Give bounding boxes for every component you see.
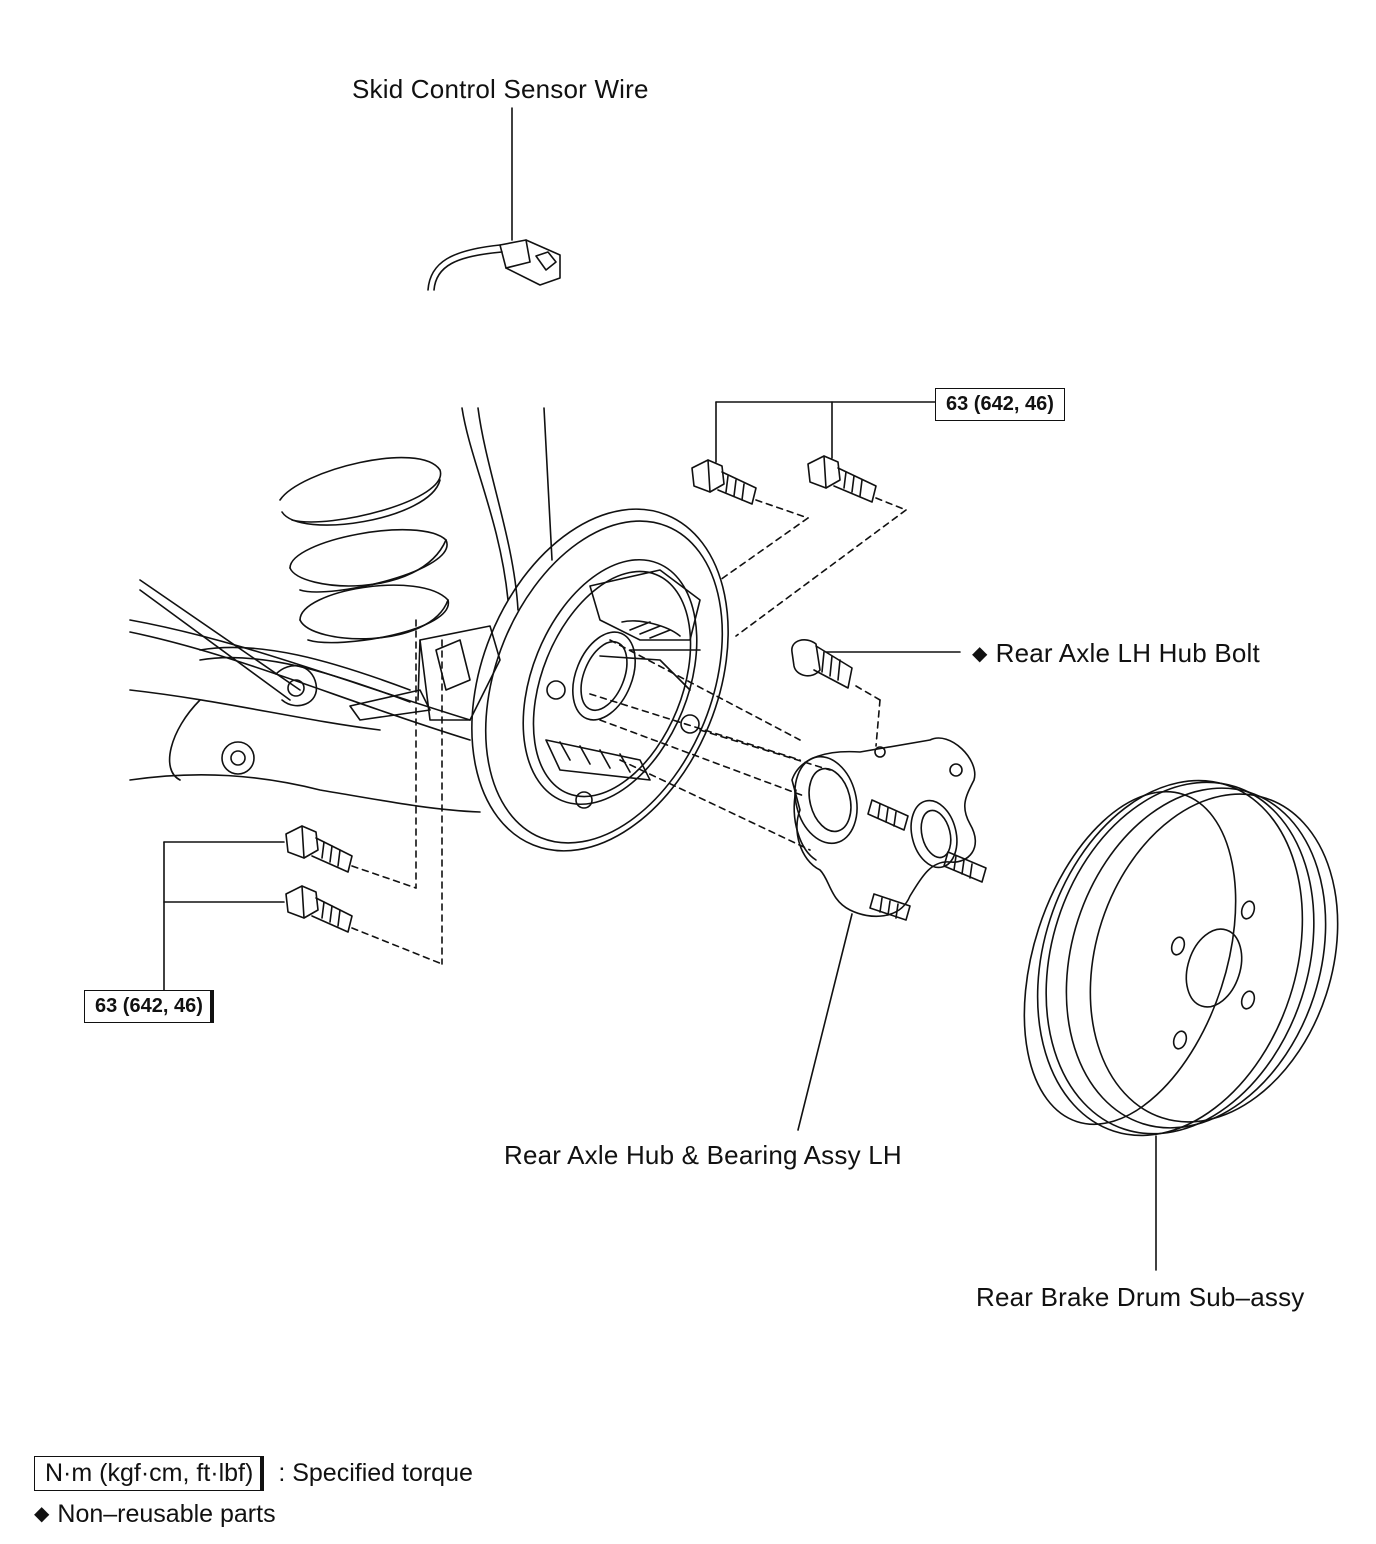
nonreusable-diamond-icon: ◆ (972, 643, 988, 665)
lower-torque-box: 63 (642, 46) (84, 990, 214, 1023)
legend-nonreusable-text: Non–reusable parts (57, 1500, 276, 1528)
sensor-wire-drawing (427, 107, 561, 291)
upper-bolt-2 (807, 455, 877, 503)
hub-bolt-label-text: Rear Axle LH Hub Bolt (995, 638, 1260, 668)
coil-spring (279, 407, 553, 644)
legend-diamond-icon: ◆ (34, 1503, 50, 1525)
axle-beam (129, 579, 501, 813)
upper-bolt-dash-lines (719, 497, 907, 637)
lower-bolt-1 (285, 825, 353, 873)
plate-dash-lines (415, 619, 881, 965)
brake-drum-label: Rear Brake Drum Sub–assy (976, 1282, 1305, 1312)
lower-torque-leaders (163, 841, 285, 995)
upper-torque-leaders (715, 401, 936, 463)
hub-bearing-label: Rear Axle Hub & Bearing Assy LH (504, 1140, 902, 1170)
lower-bolt-2 (285, 885, 353, 933)
hub-bearing-drawing (791, 737, 987, 1131)
upper-torque-box: 63 (642, 46) (935, 388, 1065, 421)
legend-torque-desc: : Specified torque (278, 1459, 473, 1487)
hub-bolt-drawing (791, 639, 961, 689)
upper-bolt-1 (691, 459, 757, 505)
brake-drum-drawing (1023, 779, 1339, 1271)
backing-plate (471, 508, 729, 852)
legend-nonreusable: ◆ Non–reusable parts (34, 1500, 276, 1529)
hub-bolt-label: ◆ Rear Axle LH Hub Bolt (972, 638, 1260, 669)
sensor-wire-label: Skid Control Sensor Wire (352, 74, 649, 104)
legend-torque-units: N·m (kgf·cm, ft·lbf) (34, 1456, 265, 1491)
lower-bolt-dash-lines (351, 865, 443, 965)
legend-torque: N·m (kgf·cm, ft·lbf) : Specified torque (34, 1456, 473, 1491)
